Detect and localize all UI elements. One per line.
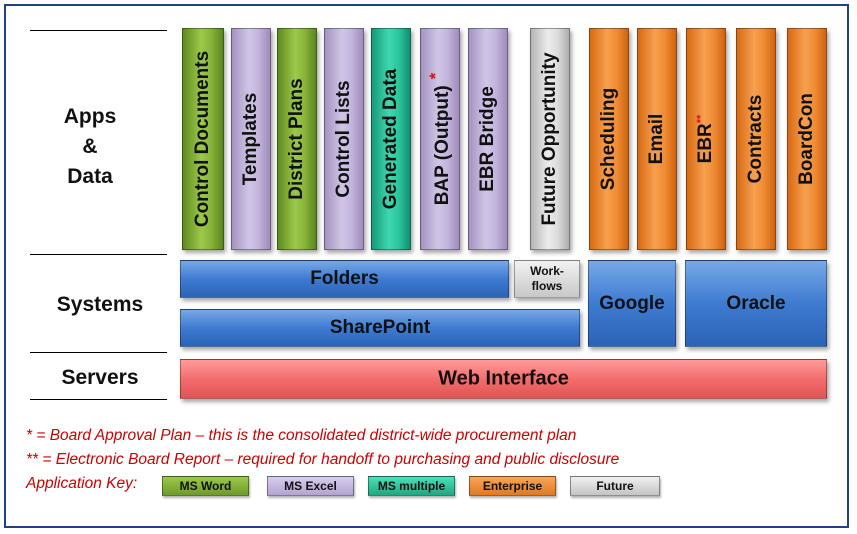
key-chip-ms-word: MS Word [162, 476, 249, 496]
ebr-footnote: ** = Electronic Board Report – required … [26, 451, 620, 468]
app-column-ebr: EBR** [686, 28, 726, 250]
web-interface-label: Web Interface [438, 367, 569, 390]
google-box: Google [588, 260, 676, 347]
oracle-label: Oracle [726, 292, 786, 314]
app-column-control-lists: Control Lists [324, 28, 364, 250]
footnote-marker: ** [694, 114, 707, 124]
app-label-text: Generated Data [380, 68, 401, 210]
app-label-text: Scheduling [598, 87, 619, 191]
app-label-text: Email [646, 113, 667, 165]
app-column-label: Generated Data [380, 69, 402, 209]
app-label-text: Contracts [745, 94, 766, 184]
app-label-text: BAP (Output) [432, 85, 454, 206]
row-label-apps-line: Apps [63, 105, 117, 128]
workflows-box: Work- flows [514, 260, 580, 298]
divider-apps-systems [30, 254, 167, 255]
key-chip-ms-excel: MS Excel [267, 476, 354, 496]
sharepoint-label: SharePoint [329, 317, 431, 338]
app-column-label: BoardCon [796, 93, 818, 185]
footnote-marker: * [425, 72, 445, 80]
divider-top [30, 30, 167, 31]
application-key-label: Application Key: [26, 475, 138, 492]
app-column-label: Email [646, 114, 668, 165]
app-column-label: EBR** [695, 115, 717, 164]
app-label-text: District Plans [286, 78, 307, 200]
app-label-text: Templates [240, 92, 261, 186]
app-column-label: EBR Bridge [477, 86, 499, 192]
app-column-label: Control Lists [333, 80, 355, 197]
key-chip-enterprise: Enterprise [469, 476, 556, 496]
workflows-line-1: Work- [530, 264, 564, 278]
app-column-bap-output: BAP (Output) * [420, 28, 460, 250]
app-label-text: EBR [695, 123, 717, 164]
app-column-district-plans: District Plans [277, 28, 317, 250]
key-chip-ms-multiple: MS multiple [368, 476, 455, 496]
app-column-boardcon: BoardCon [787, 28, 827, 250]
app-column-control-documents: Control Documents [182, 28, 224, 250]
key-chip-future: Future [570, 476, 660, 496]
app-column-label: District Plans [286, 78, 308, 199]
web-interface-bar: Web Interface [180, 359, 827, 399]
app-column-label: Templates [240, 93, 262, 186]
app-column-templates: Templates [231, 28, 271, 250]
workflows-label: Work- flows [515, 264, 579, 294]
app-column-label: Future Opportunity [539, 52, 561, 225]
sharepoint-bar: SharePoint [180, 309, 580, 347]
app-column-email: Email [637, 28, 677, 250]
app-column-scheduling: Scheduling [589, 28, 629, 250]
bap-footnote: * = Board Approval Plan – this is the co… [26, 427, 577, 444]
app-label-text: BoardCon [796, 93, 817, 185]
google-label: Google [599, 292, 665, 314]
row-label-apps-data: Apps & Data [30, 102, 150, 192]
app-label-text: Control Documents [192, 50, 213, 228]
app-label-text: Control Lists [333, 80, 354, 198]
row-label-servers: Servers [61, 366, 139, 389]
folders-label: Folders [310, 268, 379, 289]
row-label-data-line: Data [67, 165, 113, 188]
row-label-systems: Systems [56, 293, 144, 316]
app-column-label: Contracts [745, 95, 767, 184]
row-label-amp-line: & [82, 135, 98, 158]
app-column-future-opportunity: Future Opportunity [530, 28, 570, 250]
oracle-box: Oracle [685, 260, 827, 347]
app-column-ebr-bridge: EBR Bridge [468, 28, 508, 250]
app-column-label: Scheduling [598, 88, 620, 190]
app-label-text: EBR Bridge [477, 86, 498, 192]
app-column-label: BAP (Output) * [426, 73, 454, 206]
divider-systems-servers [30, 352, 167, 353]
app-label-text: Future Opportunity [539, 52, 560, 226]
divider-bottom [30, 399, 167, 400]
app-column-generated-data: Generated Data [371, 28, 411, 250]
folders-bar: Folders [180, 260, 509, 298]
app-column-contracts: Contracts [736, 28, 776, 250]
app-column-label: Control Documents [192, 51, 214, 227]
workflows-line-2: flows [531, 279, 563, 293]
